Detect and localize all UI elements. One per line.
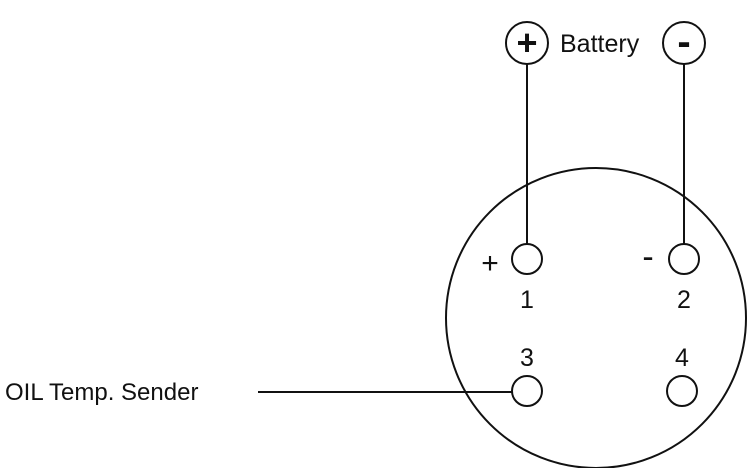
sender-label: OIL Temp. Sender [5,379,198,406]
battery-positive-terminal: + [505,21,549,65]
terminal-3-number: 3 [520,344,534,372]
terminal-1-polarity: + [481,247,499,280]
terminal-3-pin [511,375,543,407]
terminal-2-pin [668,243,700,275]
terminal-4-pin [666,375,698,407]
terminal-2-number: 2 [677,286,691,314]
terminal-1-pin [511,243,543,275]
gauge-body-circle [445,167,747,468]
battery-positive-symbol: + [516,22,537,63]
terminal-1: + 1 [481,243,543,314]
terminal-4-number: 4 [675,344,689,372]
terminal-2-polarity: - [642,238,653,276]
terminal-4: 4 [666,344,698,407]
terminal-2: - 2 [642,238,700,314]
battery-negative-terminal: - [662,20,706,65]
battery-negative-symbol: - [677,20,690,64]
terminal-1-number: 1 [520,286,534,314]
terminal-3: 3 [511,344,543,407]
battery-label: Battery [560,30,640,58]
